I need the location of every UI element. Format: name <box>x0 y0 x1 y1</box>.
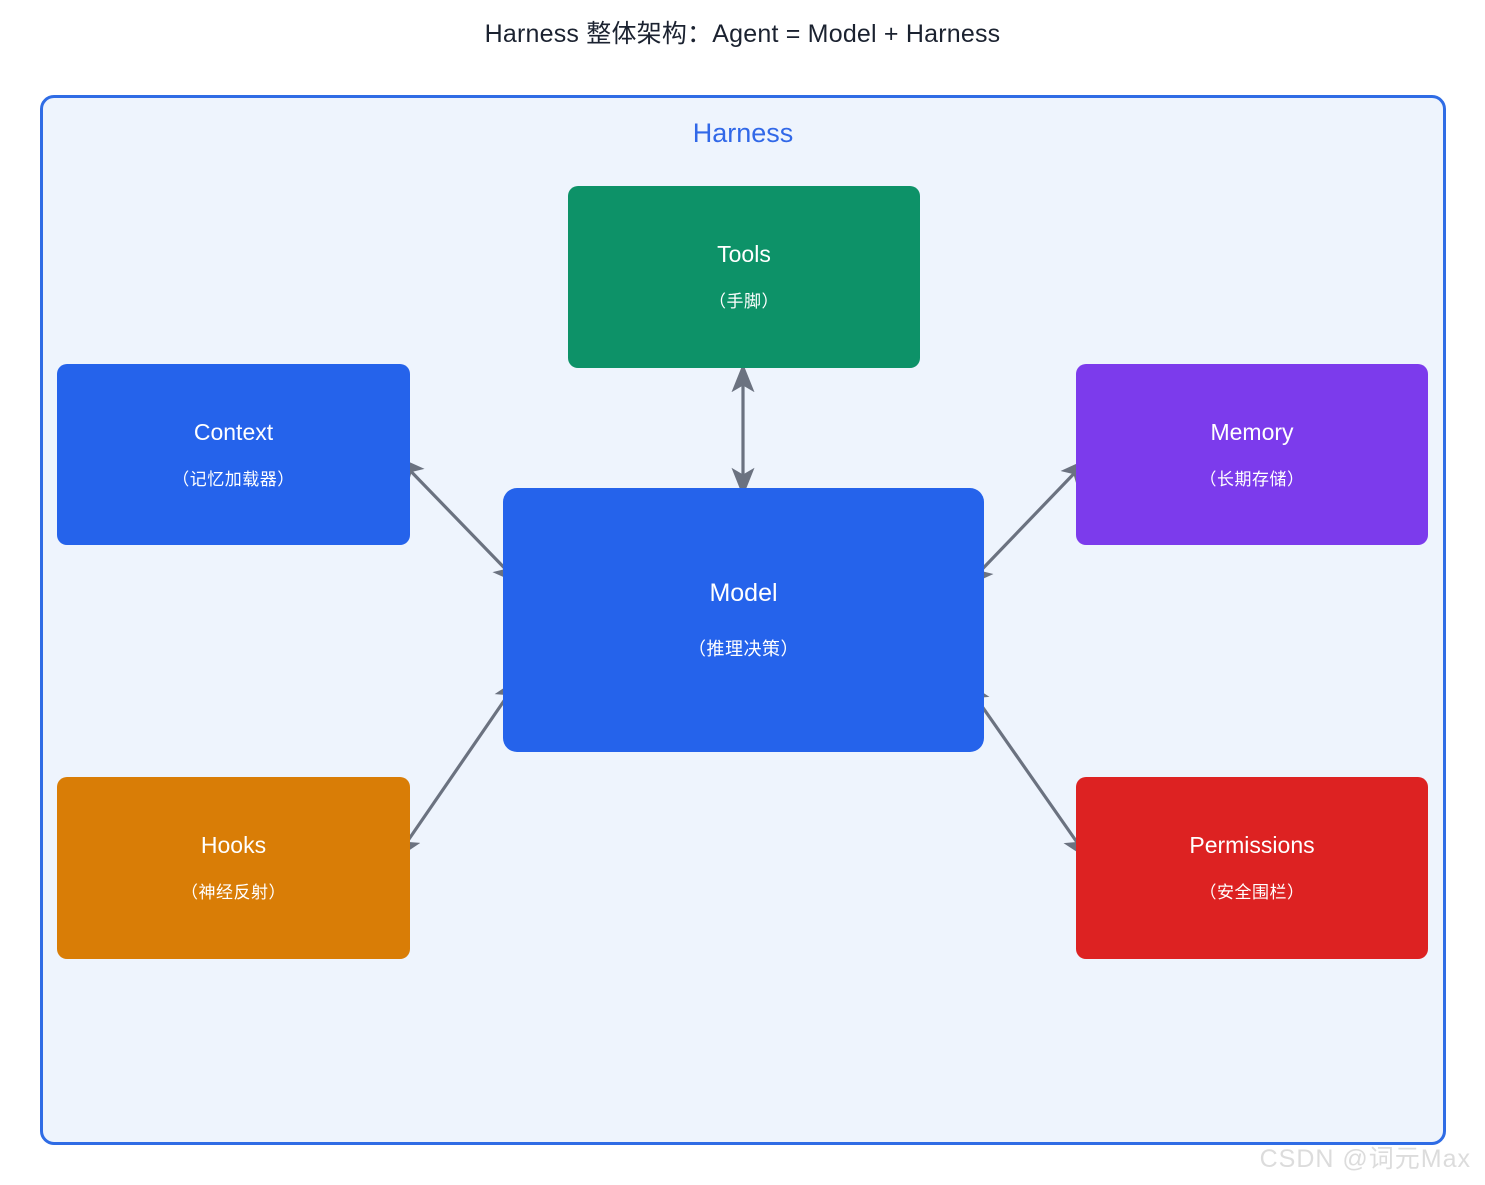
page-title: Harness 整体架构：Agent = Model + Harness <box>484 20 1001 48</box>
node-hooks-subtitle: （神经反射） <box>181 883 286 903</box>
harness-label: Harness <box>692 118 794 148</box>
node-permissions-title: Permissions <box>1189 832 1315 858</box>
node-permissions[interactable]: Permissions （安全围栏） <box>1076 777 1428 959</box>
node-tools-subtitle: （手脚） <box>709 292 779 312</box>
node-tools-title: Tools <box>717 241 771 267</box>
node-context[interactable]: Context （记忆加载器） <box>57 364 410 545</box>
node-hooks[interactable]: Hooks （神经反射） <box>57 777 410 959</box>
node-permissions-subtitle: （安全围栏） <box>1199 883 1305 903</box>
watermark: CSDN @词元Max <box>1259 1145 1471 1173</box>
node-memory-subtitle: （长期存储） <box>1199 469 1305 489</box>
node-model[interactable]: Model （推理决策） <box>503 488 984 752</box>
node-hooks-title: Hooks <box>200 832 267 858</box>
node-context-subtitle: （记忆加载器） <box>172 469 295 489</box>
node-model-subtitle: （推理决策） <box>688 638 799 659</box>
node-tools[interactable]: Tools （手脚） <box>568 186 920 368</box>
node-context-title: Context <box>193 418 274 445</box>
node-memory-title: Memory <box>1210 418 1294 445</box>
node-memory[interactable]: Memory （长期存储） <box>1076 364 1428 545</box>
node-model-title: Model <box>709 579 778 608</box>
